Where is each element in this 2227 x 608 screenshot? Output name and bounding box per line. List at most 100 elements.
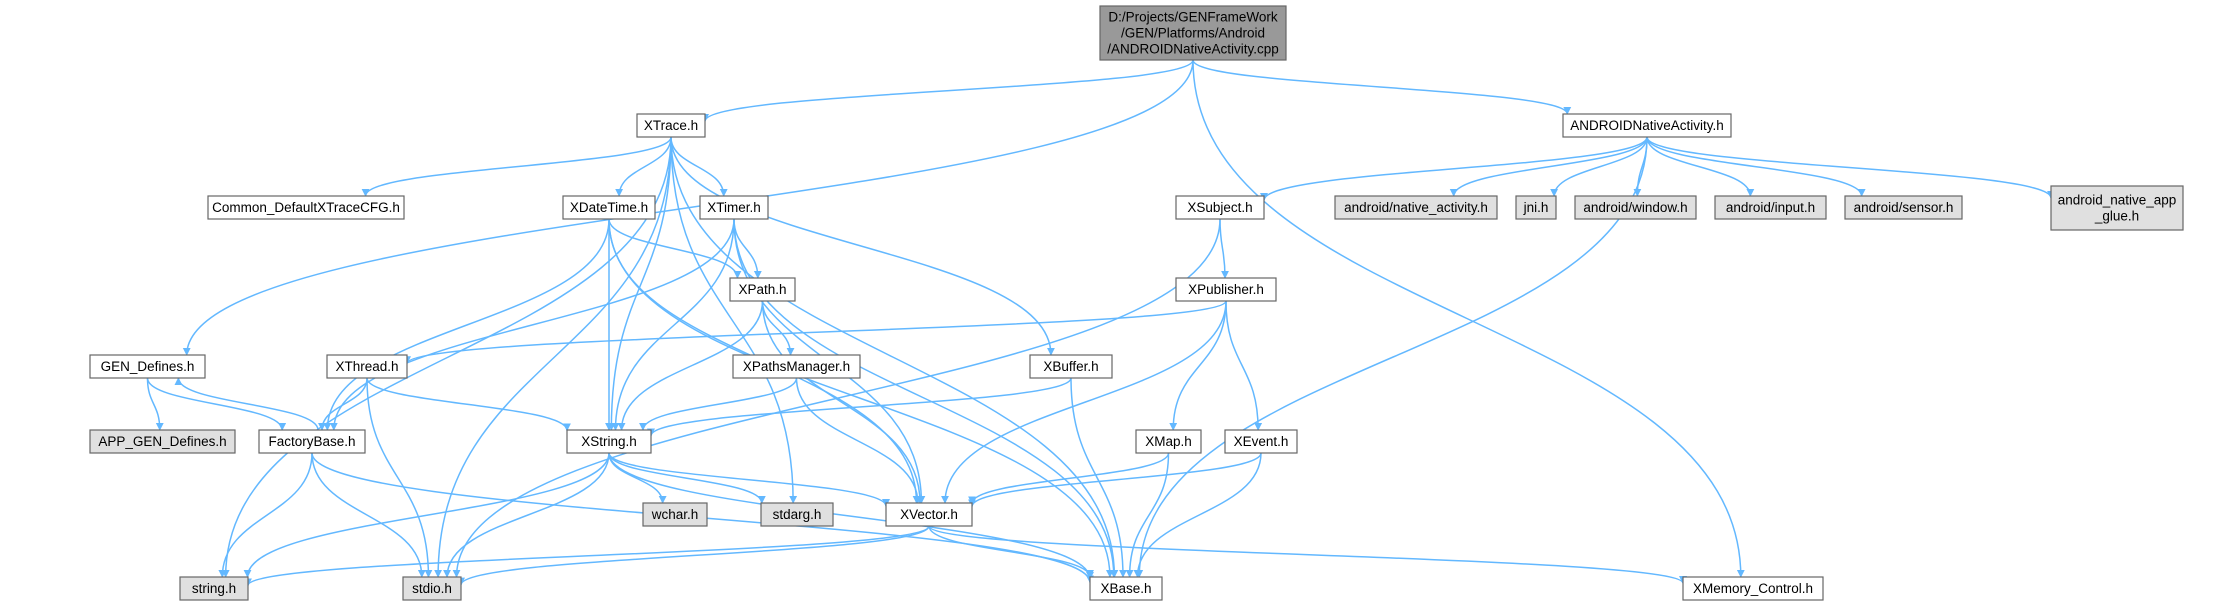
node-box xyxy=(89,354,206,379)
node-box xyxy=(1844,195,1963,220)
node-android-sensor: android/sensor.h xyxy=(1844,195,1963,220)
edge-xvector-to-string xyxy=(244,525,930,587)
node-label: _glue.h xyxy=(2094,209,2139,224)
node-label: jni.h xyxy=(1523,200,1549,215)
node-label: stdarg.h xyxy=(773,507,822,522)
node-xtimer[interactable]: XTimer.h xyxy=(699,195,769,220)
node-xthread[interactable]: XThread.h xyxy=(326,354,408,379)
edge-xtrace-to-xbuffer xyxy=(670,136,1055,356)
node-label: XString.h xyxy=(581,434,637,449)
file-nodes: D:/Projects/GENFrameWork/GEN/Platforms/A… xyxy=(89,5,2184,601)
node-box xyxy=(89,429,236,454)
edge-xdatetime-to-xbase xyxy=(608,218,1114,578)
edge-factorybase-to-string xyxy=(218,452,313,578)
node-label: android/window.h xyxy=(1583,200,1687,215)
edge-xtrace-to-common_defaultxtracecfg xyxy=(361,136,672,197)
edge-xpathsmanager-to-xstring xyxy=(638,377,798,431)
node-xsubject[interactable]: XSubject.h xyxy=(1175,195,1265,220)
edge-xpath-to-xvector xyxy=(761,300,925,504)
node-xtrace[interactable]: XTrace.h xyxy=(636,113,706,138)
node-xdatetime[interactable]: XDateTime.h xyxy=(562,195,656,220)
edge-xpublisher-to-xvector xyxy=(941,300,1227,504)
edge-xsubject-to-stdio xyxy=(452,218,1221,578)
edge-xbuffer-to-xstring xyxy=(647,377,1072,437)
node-label: GEN_Defines.h xyxy=(101,359,195,374)
node-xstring[interactable]: XString.h xyxy=(566,429,652,454)
node-xpathsmanager[interactable]: XPathsManager.h xyxy=(732,354,861,379)
edge-xtrace-to-string xyxy=(221,136,672,578)
node-box xyxy=(1099,5,1287,61)
node-stdio: stdio.h xyxy=(402,576,462,601)
node-box xyxy=(566,429,652,454)
node-label: Common_DefaultXTraceCFG.h xyxy=(212,200,400,215)
node-box xyxy=(207,195,405,220)
node-jni: jni.h xyxy=(1515,195,1557,220)
node-xpublisher[interactable]: XPublisher.h xyxy=(1175,277,1277,302)
node-stdarg: stdarg.h xyxy=(760,502,834,527)
node-label: string.h xyxy=(192,581,236,596)
edge-xmap-to-xvector xyxy=(968,452,1170,505)
node-label: D:/Projects/GENFrameWork xyxy=(1108,10,1278,25)
node-xpath[interactable]: XPath.h xyxy=(729,277,796,302)
edge-xpublisher-to-xmap xyxy=(1169,300,1227,431)
node-xevent[interactable]: XEvent.h xyxy=(1224,429,1298,454)
node-xbuffer[interactable]: XBuffer.h xyxy=(1029,354,1113,379)
node-label: /GEN/Platforms/Android xyxy=(1121,26,1265,41)
edge-xtrace-to-xtimer xyxy=(670,136,728,197)
node-box xyxy=(1175,277,1277,302)
node-label: XPathsManager.h xyxy=(743,359,850,374)
node-label: /ANDROIDNativeActivity.cpp xyxy=(1107,42,1279,57)
node-label: stdio.h xyxy=(412,581,452,596)
node-android-native-app-glue: android_native_app_glue.h xyxy=(2050,185,2184,231)
edge-gen_defines-to-factorybase xyxy=(146,377,287,431)
node-android-window: android/window.h xyxy=(1574,195,1697,220)
node-label: android/native_activity.h xyxy=(1344,200,1488,215)
node-common-defaultxtracecfg[interactable]: Common_DefaultXTraceCFG.h xyxy=(207,195,405,220)
node-box xyxy=(1089,576,1163,601)
edge-xbuffer-to-xbase xyxy=(1070,377,1127,578)
node-label: APP_GEN_Defines.h xyxy=(98,434,226,449)
node-root[interactable]: D:/Projects/GENFrameWork/GEN/Platforms/A… xyxy=(1099,5,1287,61)
edge-root-to-androidnativeactivity xyxy=(1192,59,1572,115)
node-xbase[interactable]: XBase.h xyxy=(1089,576,1163,601)
edge-root-to-gen_defines xyxy=(182,59,1194,356)
edge-xtrace-to-xdatetime xyxy=(615,136,672,197)
node-box xyxy=(1515,195,1557,220)
edge-androidnativeactivity-to-xbase xyxy=(1135,136,1648,578)
node-factorybase[interactable]: FactoryBase.h xyxy=(258,429,366,454)
edge-xtrace-to-xbase xyxy=(670,136,1119,578)
node-androidnativeactivity[interactable]: ANDROIDNativeActivity.h xyxy=(1562,113,1732,138)
edge-xthread-to-stdio xyxy=(366,377,433,578)
edge-factorybase-to-gen_defines xyxy=(174,377,319,431)
node-box xyxy=(729,277,796,302)
node-box xyxy=(326,354,408,379)
node-label: FactoryBase.h xyxy=(268,434,355,449)
node-label: XVector.h xyxy=(900,507,958,522)
node-string: string.h xyxy=(179,576,249,601)
node-gen-defines[interactable]: GEN_Defines.h xyxy=(89,354,206,379)
node-label: ANDROIDNativeActivity.h xyxy=(1570,118,1724,133)
node-box xyxy=(258,429,366,454)
node-xmap[interactable]: XMap.h xyxy=(1135,429,1202,454)
node-label: XDateTime.h xyxy=(570,200,648,215)
edge-xtrace-to-xstring xyxy=(607,136,672,431)
node-box xyxy=(1562,113,1732,138)
node-box xyxy=(699,195,769,220)
edge-xtimer-to-factorybase xyxy=(329,218,735,431)
node-xmemory-control[interactable]: XMemory_Control.h xyxy=(1682,576,1824,601)
node-xvector[interactable]: XVector.h xyxy=(885,502,973,527)
node-label: wchar.h xyxy=(651,507,699,522)
node-box xyxy=(636,113,706,138)
node-label: XPath.h xyxy=(738,282,786,297)
edge-factorybase-to-stdio xyxy=(311,452,426,578)
edge-xstring-to-xvector xyxy=(608,452,890,508)
edge-xvector-to-xbase xyxy=(928,525,1094,578)
node-label: XEvent.h xyxy=(1234,434,1289,449)
node-box xyxy=(760,502,834,527)
edge-xthread-to-factorybase xyxy=(317,377,368,431)
edge-androidnativeactivity-to-android_native_app_glue xyxy=(1646,136,2055,199)
edge-xsubject-to-xpublisher xyxy=(1219,218,1230,279)
edge-xtrace-to-stdarg xyxy=(670,136,798,504)
edge-xthread-to-xstring xyxy=(366,377,571,432)
edge-xstring-to-stdarg xyxy=(608,452,766,504)
